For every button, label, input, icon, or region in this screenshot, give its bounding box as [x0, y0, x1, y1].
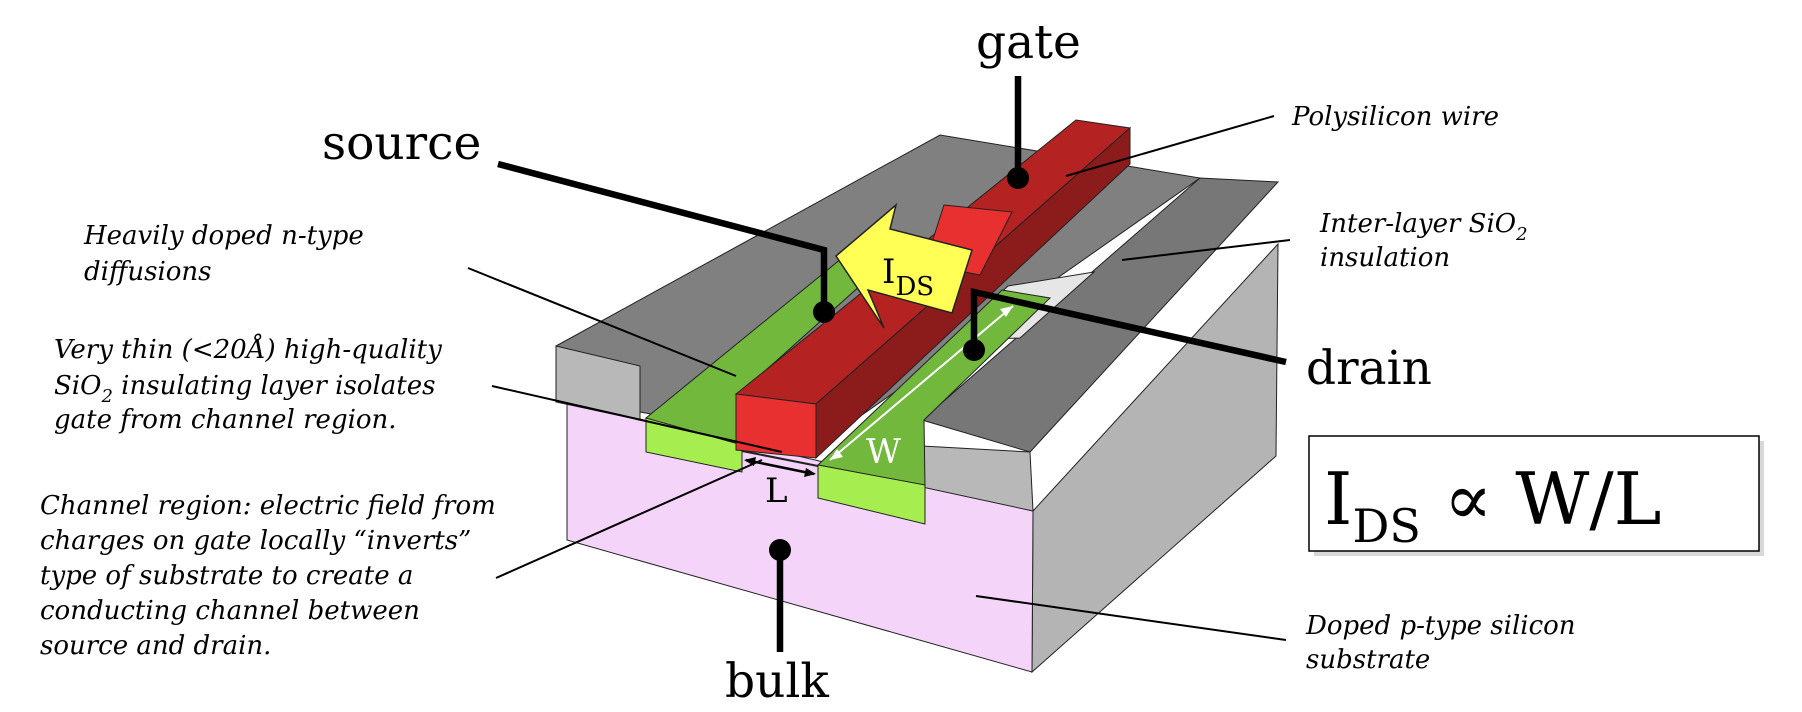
bulk-contact-dot — [769, 539, 791, 561]
drain-contact-dot — [963, 339, 985, 361]
drain-diffusion-face — [817, 464, 926, 525]
thin-oxide-layer — [741, 450, 819, 467]
current-arrow — [835, 202, 973, 329]
gate-contact-dot — [1007, 167, 1029, 189]
oxide-right-top — [920, 177, 1280, 453]
interlayer-note: Inter-layer SiO2 insulation — [1319, 209, 1536, 273]
source-label: source — [322, 116, 481, 171]
bulk-label: bulk — [725, 654, 829, 709]
width-label: W — [866, 432, 901, 472]
gate-label: gate — [976, 15, 1081, 70]
thin-oxide-note: Very thin (<20Å) high-quality SiO2 insul… — [54, 333, 450, 435]
channel-note: Channel region: electric field from char… — [40, 491, 504, 661]
interlayer-leader — [1121, 239, 1291, 261]
source-lead — [497, 160, 828, 312]
drain-label: drain — [1306, 341, 1432, 396]
diffusion-note: Heavily doped n-type diffusions — [83, 221, 372, 287]
current-label: IDS — [882, 252, 934, 302]
polysilicon-leader — [1065, 115, 1275, 177]
formula-text: IDS ∝ W/L — [1324, 457, 1661, 553]
gate-poly-front-face — [735, 393, 817, 459]
polysilicon-note: Polysilicon wire — [1291, 102, 1499, 132]
length-label: L — [765, 471, 788, 511]
channel-leader — [495, 459, 763, 579]
width-dimension-arrow — [829, 305, 1014, 461]
substrate-leader — [975, 595, 1287, 641]
drain-lead — [970, 287, 1287, 366]
substrate-note: Doped p-type silicon substrate — [1305, 611, 1584, 675]
source-contact-dot — [813, 301, 835, 323]
formula-box — [1308, 435, 1760, 552]
diffusion-leader — [467, 267, 737, 377]
thin-oxide-leader — [491, 385, 783, 453]
